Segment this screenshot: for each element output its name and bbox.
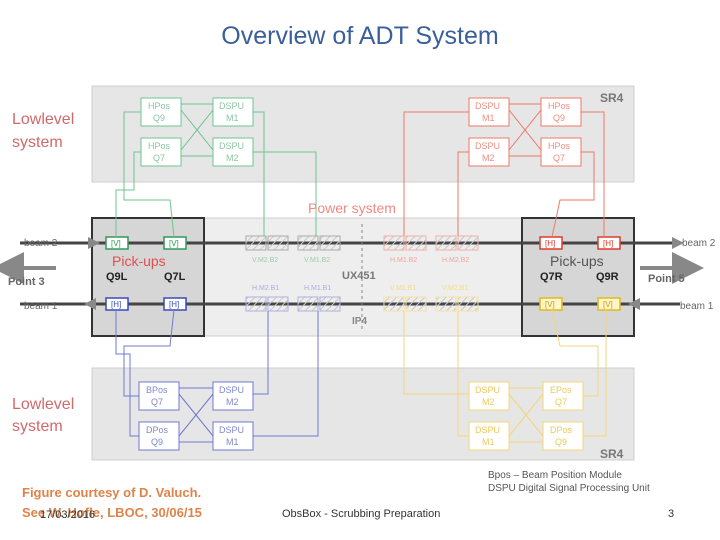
box-tr-dspu-m1-l1: DSPU [475,101,500,111]
point3-label: Point 3 [8,276,45,288]
pickup-q7l-beam2-label: [V] [169,239,179,248]
pickup-q7r-beam1-label: [V] [545,300,555,309]
top-right-module-group [403,97,605,238]
pickup-q9l-beam1-label: [H] [111,300,121,309]
beam1-right-arrowhead [628,298,640,310]
beam2-left-label: beam 2 [24,238,58,249]
box-tl-bpos-q9-l1: HPos [148,101,171,111]
kicker-label-v-m2-b1: V.M2.B1 [442,285,468,292]
kicker-label-v-m1-b2: V.M1.B2 [304,257,330,264]
beam2-right-arrowhead [672,237,684,249]
beam1-right-label: beam 1 [680,301,714,312]
kicker-group-beam2 [245,235,479,251]
point5-label: Point 5 [648,273,685,285]
beam2-right-label: beam 2 [682,238,716,249]
pickup-q9l-beam1 [105,297,129,311]
box-tl-dspu-m2-l1: DSPU [219,141,244,151]
pickups-right-label: Pick-ups [550,253,604,269]
box-br-dspu-m1-l1: DSPU [475,425,500,435]
box-br-dpos-q9-l1: DPos [550,425,573,435]
bottom-left-module-group [115,309,319,451]
pickup-q9r-beam1 [597,297,621,311]
legend-line-2: DSPU Digital Signal Processing Unit [488,483,650,494]
q7l-label: Q7L [164,271,186,283]
pickup-q7r-beam2 [539,236,563,250]
q9r-label: Q9R [596,271,619,283]
power-system-label: Power system [308,200,396,216]
legend: Bpos – Beam Position Module DSPU Digital… [488,469,650,495]
lowlevel-top-label-1: Lowlevel [12,111,74,128]
box-tr-hpos-q9-l2: Q9 [553,113,565,123]
ip4-label: IP4 [352,316,367,327]
pickup-q9l-beam2-label: [V] [111,239,121,248]
box-bl-bpos-q7-l2: Q7 [151,397,163,407]
pickup-q7r-beam1 [539,297,563,311]
slide-footer: ObsBox - Scrubbing Preparation [282,508,441,520]
box-br-dspu-m2-l2: M2 [482,397,495,407]
box-tl-hpos-q7-l1: HPos [148,141,171,151]
box-bl-dspu-m2-l2: M2 [226,397,239,407]
lowlevel-bottom-label-2: system [12,418,63,435]
q9l-label: Q9L [106,271,128,283]
pickup-q7l-beam2 [163,236,187,250]
top-left-module-group [115,97,317,238]
pickups-left-label: Pick-ups [112,253,166,269]
legend-line-1: Bpos – Beam Position Module [488,470,622,481]
box-bl-dpos-q9-l2: Q9 [151,437,163,447]
pickup-q9r-beam2-label: [H] [603,239,613,248]
box-tl-dspu-m1-l1: DSPU [219,101,244,111]
slide-date: 17/03/2016 [40,509,96,521]
ux451-label: UX451 [342,270,376,282]
box-tr-dspu-m2-l2: M2 [482,153,495,163]
box-tr-hpos-q7-l1: HPos [548,141,571,151]
box-bl-dspu-m1-l1: DSPU [219,425,244,435]
box-br-epos-q7-l1: EPos [550,385,572,395]
box-bl-dspu-m1-l2: M1 [226,437,239,447]
credit-line-2: See W. Hofle, LBOC, 30/06/15 [22,505,202,520]
kicker-group-beam1 [245,296,479,312]
box-tl-dspu-m2-l2: M2 [226,153,239,163]
beam2-left-arrowhead [88,237,100,249]
kicker-label-v-m1-b1: V.M1.B1 [390,285,416,292]
kicker-label-h-m2-b2: H.M2.B2 [442,257,469,264]
page-title: Overview of ADT System [221,22,499,50]
lowlevel-bottom-label-1: Lowlevel [12,396,74,413]
pickup-q9r-beam2 [597,236,621,250]
kicker-label-h-m2-b1: H.M2.B1 [252,285,279,292]
figure-credit: Figure courtesy of D. Valuch. See W. Hof… [22,483,202,523]
box-tr-hpos-q7-l2: Q7 [553,153,565,163]
box-bl-dpos-q9-l1: DPos [146,425,169,435]
box-tl-bpos-q9-l2: Q9 [153,113,165,123]
kicker-label-h-m1-b2: H.M1.B2 [390,257,417,264]
box-br-dspu-m2-l1: DSPU [475,385,500,395]
box-br-epos-q7-l2: Q7 [555,397,567,407]
box-tr-dspu-m2-l1: DSPU [475,141,500,151]
beam1-left-arrowhead [84,298,96,310]
beam1-left-label: beam 1 [24,301,58,312]
q7r-label: Q7R [540,271,563,283]
pickup-q7l-beam1 [163,297,187,311]
box-tl-hpos-q7-l2: Q7 [153,153,165,163]
box-br-dpos-q9-l2: Q9 [555,437,567,447]
box-bl-dspu-m2-l1: DSPU [219,385,244,395]
box-tl-dspu-m1-l2: M1 [226,113,239,123]
bottom-right-module-group [403,309,607,451]
pickup-q9l-beam2 [105,236,129,250]
lowlevel-top-label-2: system [12,134,63,151]
box-tr-dspu-m1-l2: M1 [482,113,495,123]
box-br-dspu-m1-l2: M1 [482,437,495,447]
sr4-bottom-label: SR4 [600,447,624,461]
sr4-top-label: SR4 [600,91,624,105]
pickup-q7l-beam1-label: [H] [169,300,179,309]
box-tr-hpos-q9-l1: HPos [548,101,571,111]
page-number: 3 [668,508,675,520]
box-bl-bpos-q7-l1: BPos [146,385,168,395]
credit-line-1: Figure courtesy of D. Valuch. [22,485,202,500]
pickup-q9r-beam1-label: [V] [603,300,613,309]
kicker-label-h-m1-b1: H.M1.B1 [304,285,331,292]
kicker-label-v-m2-b2: V.M2.B2 [252,257,278,264]
pickup-q7r-beam2-label: [H] [545,239,555,248]
